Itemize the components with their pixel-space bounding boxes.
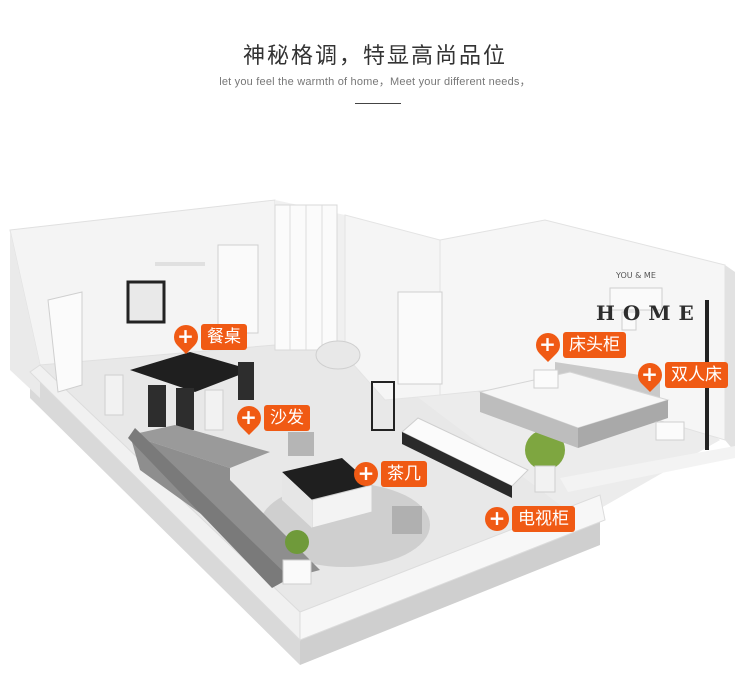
bedroom-right-wall: [725, 265, 735, 452]
wall-art-home: HOME: [596, 301, 702, 325]
dining-chair: [148, 385, 166, 427]
wall-art-small: YOU & ME: [615, 271, 656, 280]
hotspot-label-dining: 餐桌: [201, 324, 247, 350]
hotspot-tv-cabinet[interactable]: + 电视柜: [485, 506, 575, 532]
air-conditioner: [47, 291, 83, 393]
bedroom-door: [397, 291, 443, 385]
coffee-table: [282, 458, 372, 500]
hotspot-label-nightstand: 床头柜: [563, 332, 626, 358]
title-divider: [355, 103, 401, 104]
living-door: [217, 244, 259, 334]
hotspot-label-tv-cabinet: 电视柜: [512, 506, 575, 532]
plus-circle-icon: +: [633, 358, 667, 392]
bed-base-side: [578, 400, 668, 448]
side-table: [282, 559, 312, 585]
ottoman: [392, 506, 422, 534]
plus-circle-icon: +: [354, 462, 378, 486]
dining-chair: [176, 388, 194, 430]
living-wall-left: [10, 230, 40, 398]
page-subtitle: let you feel the warmth of home，Meet you…: [219, 76, 531, 88]
plus-circle-icon: +: [169, 320, 203, 354]
hotspot-coffee-table[interactable]: + 茶几: [354, 461, 427, 487]
sofa-chaise: [130, 425, 270, 468]
floor-slab-side: [30, 372, 300, 665]
hotspot-label-bed: 双人床: [665, 362, 728, 388]
hotspot-bed[interactable]: + 双人床: [633, 358, 728, 392]
dining-chair: [104, 374, 124, 416]
sofa-back: [128, 428, 290, 588]
armchair: [315, 340, 361, 370]
hotspot-label-sofa: 沙发: [264, 405, 310, 431]
tall-plant: [525, 430, 565, 470]
hotspot-sofa[interactable]: + 沙发: [232, 401, 310, 435]
dining-table: [130, 352, 252, 392]
hotspot-label-coffee-table: 茶几: [381, 461, 427, 487]
dining-chair: [238, 362, 254, 400]
plus-circle-icon: +: [531, 328, 565, 362]
floor-slab-front: [300, 520, 600, 665]
nightstand-right: [655, 421, 685, 441]
tv-cabinet: [401, 417, 529, 487]
nightstand-left: [533, 369, 559, 389]
wall-picture: [126, 280, 166, 324]
floor-lamp: [371, 381, 395, 431]
plus-circle-icon: +: [485, 507, 509, 531]
hotspot-dining[interactable]: + 餐桌: [169, 320, 247, 354]
hotspot-nightstand[interactable]: + 床头柜: [531, 328, 626, 362]
potted-plant: [285, 530, 309, 554]
ottoman: [288, 432, 314, 456]
bed-base: [480, 392, 578, 448]
wall-shelf: [155, 262, 205, 266]
plus-circle-icon: +: [232, 401, 266, 435]
bedroom-front-wall: [560, 446, 735, 492]
page-title: 神秘格调，特显高尚品位: [242, 44, 507, 69]
dining-chair: [204, 389, 224, 431]
